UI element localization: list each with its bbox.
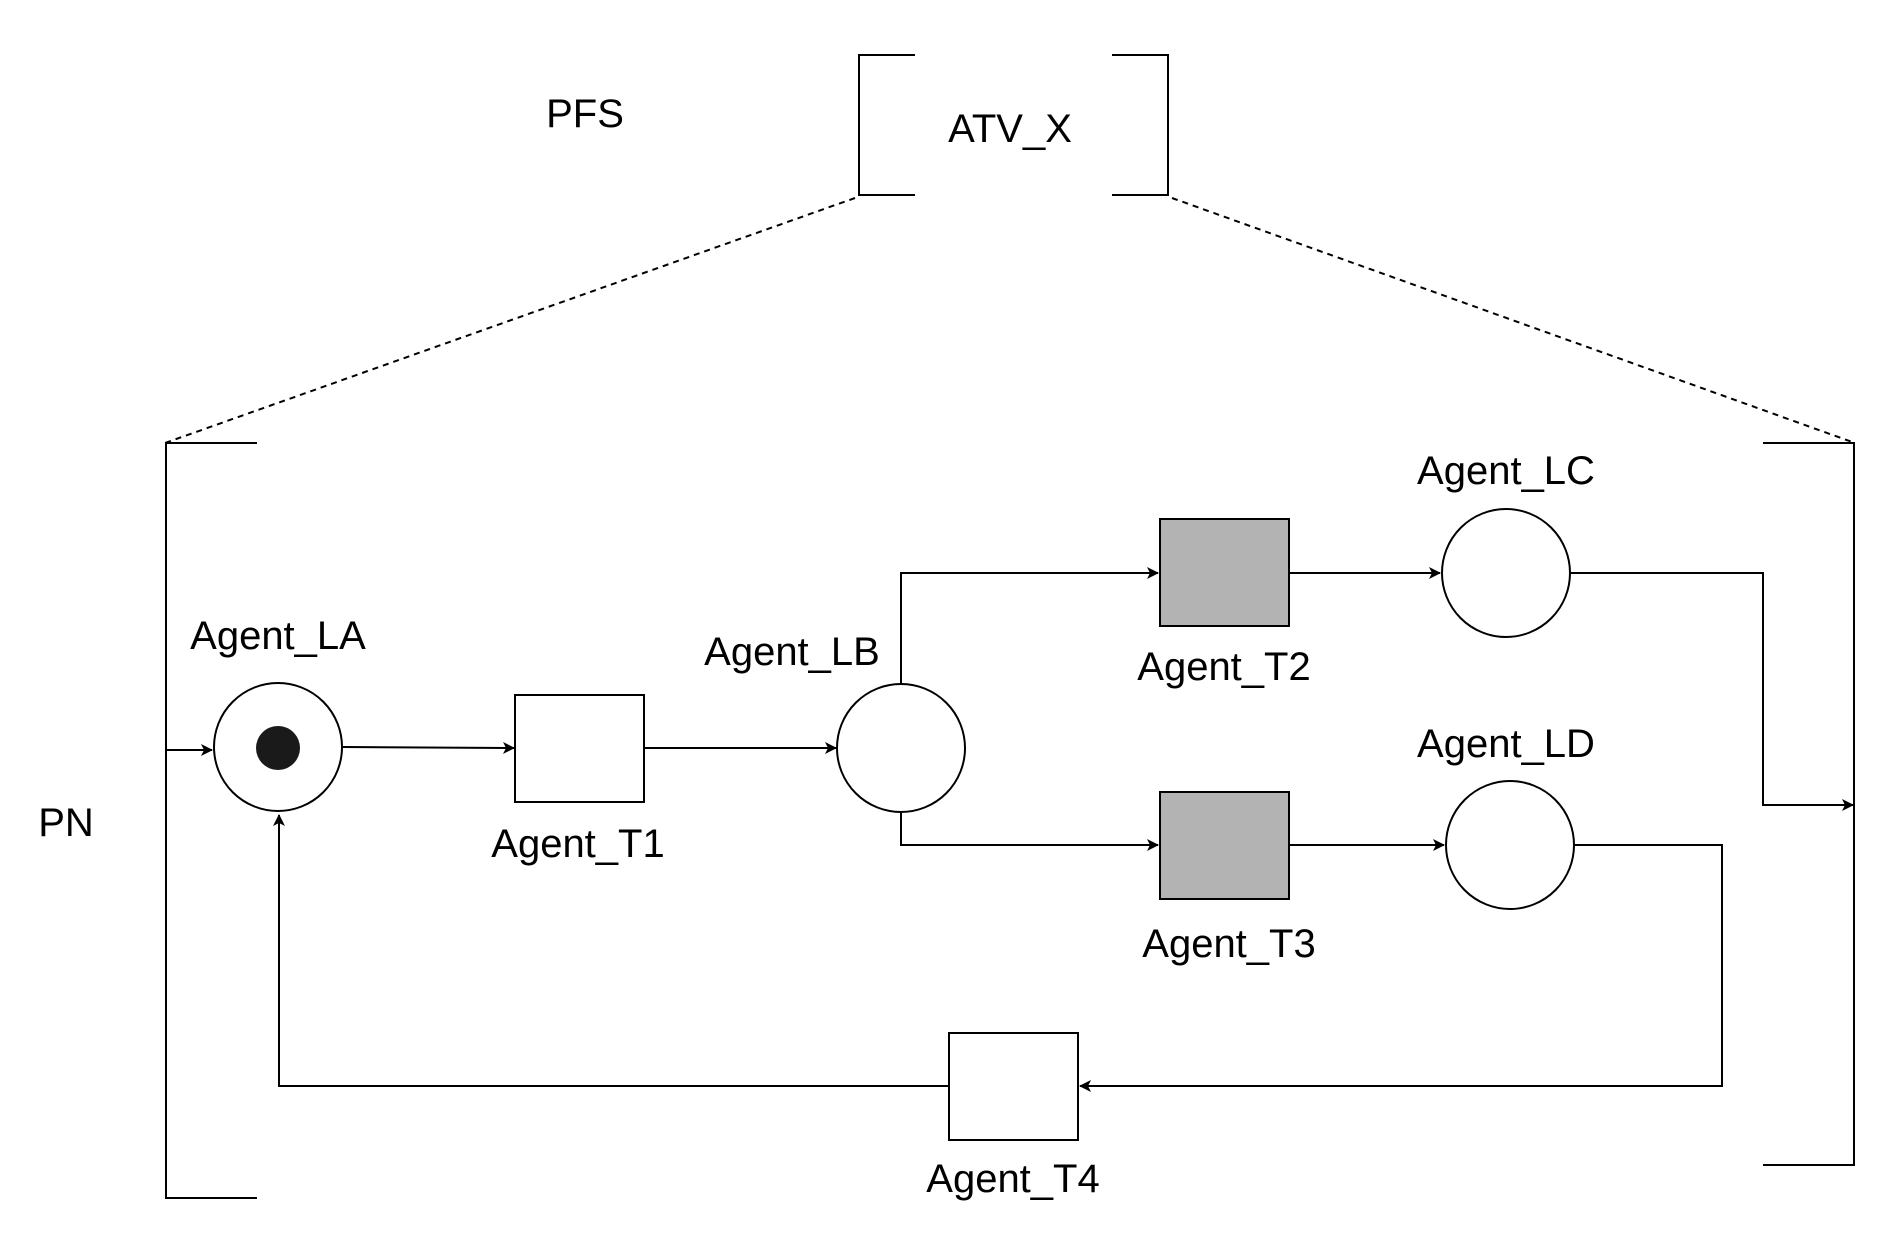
activity-left-bracket bbox=[858, 54, 915, 196]
transition-t2-label: Agent_T2 bbox=[1137, 645, 1310, 689]
place-lb-label: Agent_LB bbox=[704, 630, 880, 674]
pn-left-bracket bbox=[165, 442, 257, 1199]
place-lc: Agent_LC bbox=[1417, 449, 1595, 638]
arcs bbox=[166, 567, 1854, 1092]
place-ld-circle bbox=[1445, 780, 1575, 910]
transition-t4-box bbox=[948, 1032, 1079, 1141]
arc-ld-to-t4 bbox=[1079, 844, 1723, 1092]
transition-t3: Agent_T3 bbox=[1142, 791, 1316, 966]
pn-label: PN bbox=[38, 801, 94, 845]
pfs-label: PFS bbox=[546, 92, 624, 136]
arc-lb-to-t2 bbox=[900, 567, 1159, 684]
place-la-label: Agent_LA bbox=[190, 614, 366, 658]
transition-t2-box bbox=[1159, 518, 1290, 627]
place-lc-label: Agent_LC bbox=[1417, 449, 1595, 493]
transition-t2: Agent_T2 bbox=[1137, 518, 1311, 689]
refinement-line-left bbox=[164, 197, 856, 444]
transition-t4: Agent_T4 bbox=[926, 1032, 1100, 1201]
refinement-line-right bbox=[1171, 197, 1856, 444]
arc-t4-to-la bbox=[273, 814, 948, 1087]
refinement-lines bbox=[164, 197, 1856, 444]
place-ld: Agent_LD bbox=[1417, 722, 1595, 910]
arc-lb-to-t3 bbox=[900, 813, 1159, 851]
transition-t4-label: Agent_T4 bbox=[926, 1157, 1099, 1201]
transition-t1-box bbox=[514, 694, 645, 803]
transition-t1-label: Agent_T1 bbox=[491, 822, 664, 866]
activity-right-bracket bbox=[1112, 54, 1169, 196]
transition-t1: Agent_T1 bbox=[491, 694, 665, 866]
activity-label: ATV_X bbox=[948, 107, 1072, 151]
place-lc-circle bbox=[1441, 508, 1571, 638]
place-lb-circle bbox=[836, 683, 966, 813]
transition-t3-label: Agent_T3 bbox=[1142, 922, 1315, 966]
pn-bracket bbox=[165, 442, 1855, 1199]
token-la bbox=[256, 726, 300, 770]
arc-lc-to-output bbox=[1570, 572, 1854, 811]
activity-atv-x bbox=[858, 54, 1169, 196]
pn-right-bracket bbox=[1763, 442, 1855, 1166]
place-lb: Agent_LB bbox=[704, 630, 966, 813]
arc-la-to-t1 bbox=[342, 741, 515, 754]
place-ld-label: Agent_LD bbox=[1417, 722, 1595, 766]
transition-t3-box bbox=[1159, 791, 1290, 900]
place-la: Agent_LA bbox=[190, 614, 366, 812]
